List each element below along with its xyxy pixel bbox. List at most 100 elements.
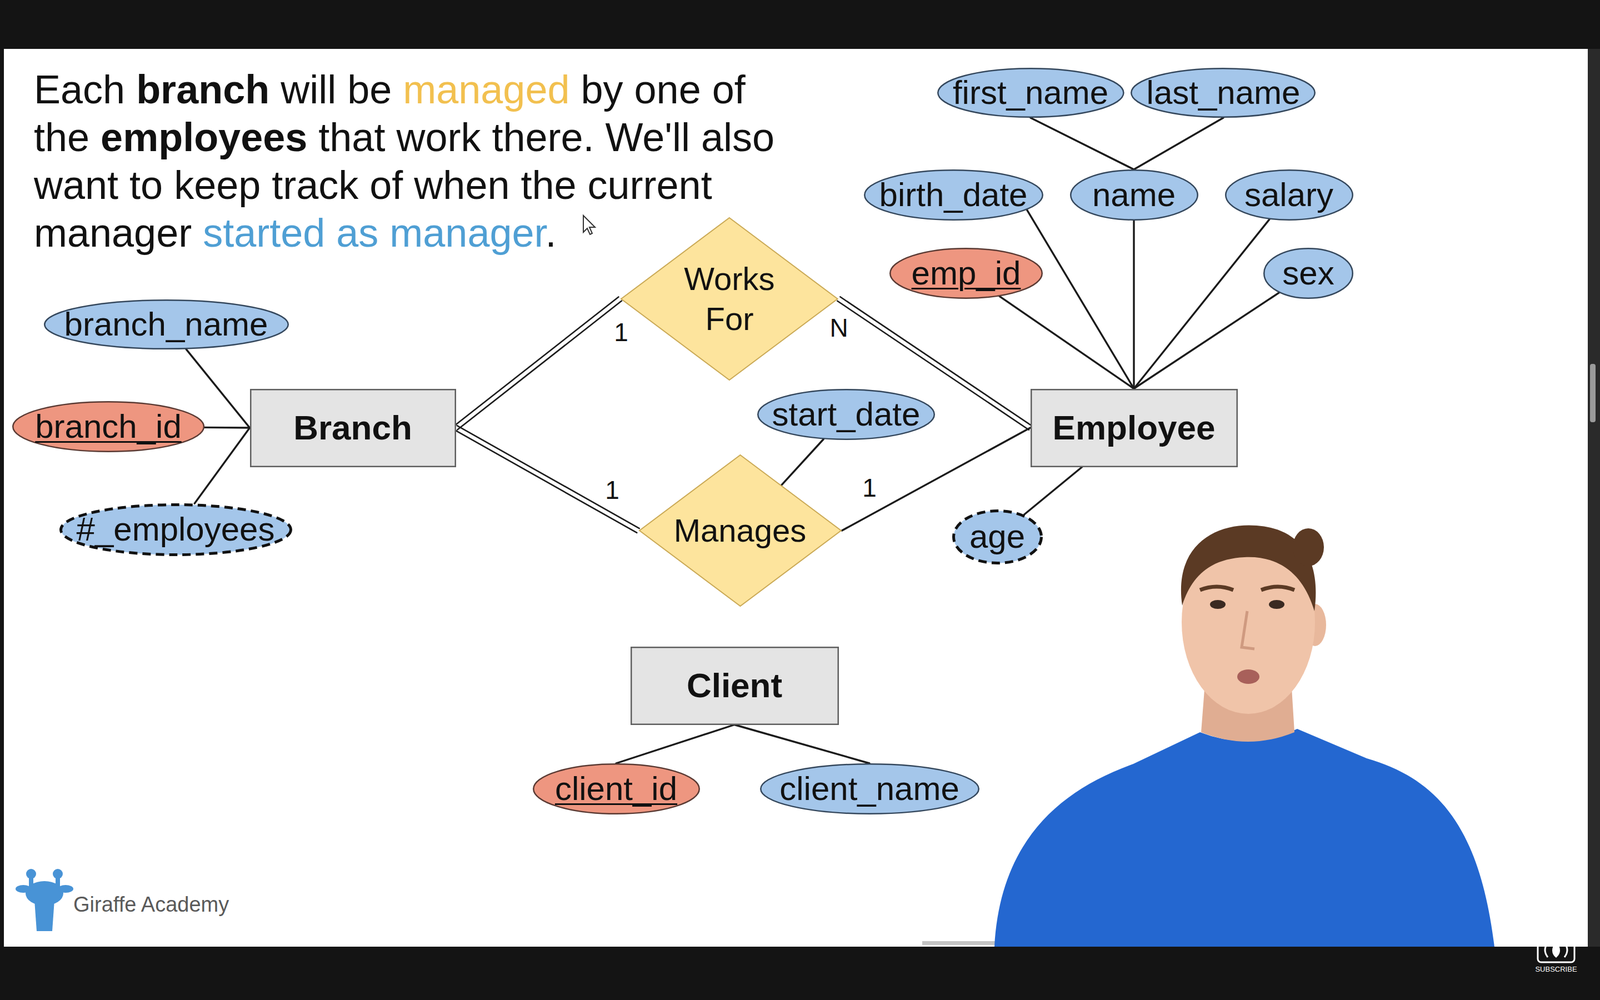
node-label: branch_name — [64, 304, 269, 345]
relationship-diamond-outline — [620, 216, 839, 382]
presenter-figure — [994, 525, 1495, 947]
cardinality-label: N — [829, 315, 848, 341]
derived-attribute-ellipse-shape — [60, 504, 291, 555]
bold-term: branch — [136, 67, 270, 112]
node-label: Branch — [293, 407, 413, 449]
derived-attribute-ellipse: age — [952, 509, 1043, 565]
node-label: first_name — [952, 72, 1109, 113]
relationship-diamond: Works For — [620, 216, 839, 382]
node-label: #_employees — [76, 509, 275, 550]
node-label: Works For — [677, 258, 782, 339]
entity-box: Employee — [1030, 388, 1238, 468]
hair-bun — [1292, 528, 1324, 567]
cardinality-label: 1 — [605, 477, 620, 503]
attribute-ellipse: salary — [1225, 169, 1354, 221]
connector — [734, 725, 870, 764]
node-label: client_id — [555, 768, 678, 809]
shirt — [994, 728, 1495, 947]
slide-text: Each branch will be managed by one of th… — [33, 65, 794, 257]
node-label: last_name — [1146, 72, 1301, 113]
cardinality-label: 1 — [613, 319, 629, 345]
entity-box-shape — [631, 647, 839, 725]
connector — [616, 725, 735, 764]
mouse-cursor — [583, 215, 595, 235]
mouth — [1237, 669, 1260, 684]
connector — [1026, 210, 1134, 389]
attribute-ellipse-shape — [1263, 248, 1353, 299]
connector — [1133, 117, 1224, 170]
attribute-ellipse: name — [1070, 169, 1199, 221]
attribute-ellipse: sex — [1263, 247, 1354, 299]
relationship-diamond-shape — [639, 455, 842, 607]
node-label: name — [1092, 175, 1176, 215]
node-label: sex — [1282, 253, 1334, 294]
connector — [1030, 117, 1134, 170]
node-label: Manages — [673, 511, 807, 550]
node-label: birth_date — [879, 175, 1028, 215]
nose — [1241, 611, 1255, 649]
connector — [1132, 220, 1135, 389]
connector — [194, 427, 250, 504]
highlight-term: started as manager — [202, 210, 545, 255]
key-attribute-ellipse: branch_id — [12, 401, 205, 453]
node-label: start_date — [772, 394, 921, 435]
connector — [781, 438, 824, 485]
key-attribute-ellipse-shape — [12, 401, 204, 452]
attribute-ellipse-shape — [1131, 68, 1316, 117]
giraffe-logo — [15, 868, 74, 932]
attribute-ellipse: first_name — [937, 67, 1125, 118]
entity-box: Client — [630, 646, 839, 725]
bold-term: employees — [100, 115, 308, 160]
cardinality-label: 1 — [862, 475, 877, 501]
node-label: Employee — [1052, 407, 1216, 449]
channel-logo — [1537, 937, 1575, 963]
scroll-thumb — [1590, 363, 1596, 423]
attribute-ellipse-shape — [1070, 170, 1198, 220]
attribute-ellipse: birth_date — [863, 169, 1044, 221]
node-label: client_name — [779, 768, 960, 809]
connector — [1133, 292, 1279, 389]
node-label: branch_id — [35, 406, 182, 447]
attribute-ellipse: last_name — [1130, 67, 1316, 118]
connector — [1133, 219, 1270, 389]
attribute-ellipse: branch_name — [43, 299, 289, 350]
relationship-diamond: Manages — [638, 453, 843, 608]
attribute-ellipse-shape — [1225, 170, 1353, 220]
highlight-term: managed — [402, 67, 570, 112]
attribute-ellipse-shape — [864, 170, 1043, 220]
double-connector — [454, 425, 639, 533]
key-attribute-ellipse-shape — [890, 248, 1043, 299]
brow — [1200, 586, 1234, 590]
entity-box-shape — [1031, 389, 1238, 467]
derived-attribute-ellipse-shape — [953, 510, 1042, 563]
attribute-ellipse-shape — [937, 68, 1124, 117]
entity-box: Branch — [250, 388, 457, 468]
attribute-ellipse: client_name — [760, 763, 980, 815]
node-label: Client — [686, 665, 783, 707]
scroll-track — [1587, 48, 1600, 947]
entity-box-shape — [250, 389, 456, 467]
derived-attribute-ellipse: #_employees — [59, 503, 293, 557]
attribute-ellipse-shape — [44, 300, 289, 349]
attribute-ellipse: start_date — [757, 388, 935, 440]
relationship-diamond-shape — [621, 217, 838, 380]
key-attribute-ellipse-shape — [533, 763, 700, 814]
eye — [1210, 600, 1226, 609]
slide-panel — [3, 48, 1588, 947]
connector — [204, 426, 250, 429]
attribute-ellipse-shape — [760, 763, 979, 814]
connector — [999, 296, 1134, 389]
eye — [1268, 600, 1285, 609]
watermark-text: Giraffe Academy — [73, 892, 229, 918]
attribute-ellipse-shape — [757, 389, 935, 439]
double-connector — [454, 296, 622, 430]
node-label: age — [969, 516, 1025, 557]
key-attribute-ellipse: emp_id — [889, 247, 1043, 299]
key-attribute-ellipse: client_id — [532, 763, 700, 815]
brow — [1261, 586, 1295, 590]
node-label: salary — [1244, 175, 1334, 215]
connector — [1023, 467, 1082, 515]
subscribe-text: SUBSCRIBE — [1535, 965, 1577, 974]
